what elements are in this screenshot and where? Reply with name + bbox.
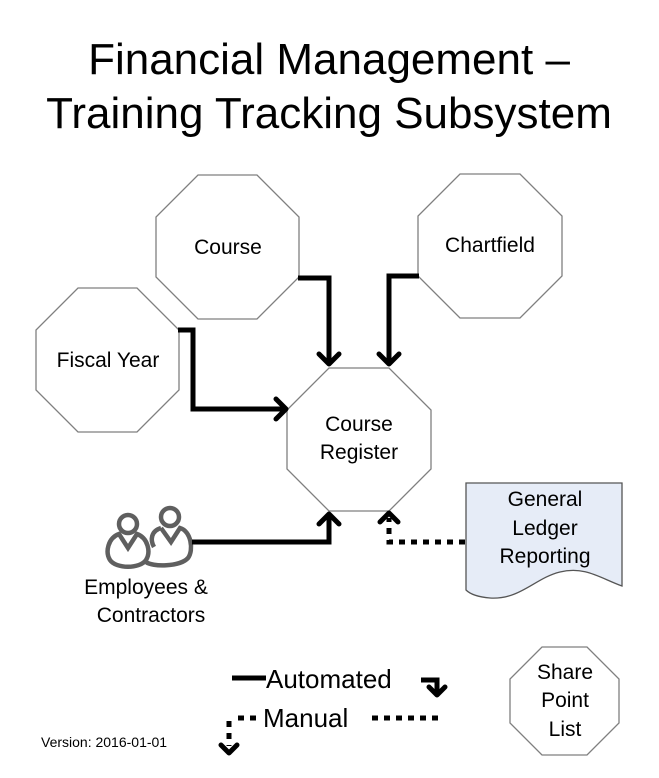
arrowhead-icon	[376, 351, 402, 367]
legend-automated-label: Automated	[266, 664, 392, 694]
arrowhead-icon	[316, 351, 342, 367]
share-point-label-line-2: Point	[541, 689, 589, 712]
employees-label-line-2: Contractors	[97, 604, 206, 627]
node-fiscal-year[interactable]: Fiscal Year	[35, 287, 180, 433]
general-ledger-document-shape	[465, 482, 623, 599]
legend-manual-label: Manual	[263, 703, 348, 733]
edge-employees-to-register	[192, 511, 342, 545]
edge-course-to-register	[298, 275, 342, 367]
employees-label-line-1: Employees &	[84, 576, 208, 599]
fiscal-year-label: Fiscal Year	[57, 349, 160, 372]
node-course-register[interactable]: Course Register	[286, 367, 432, 512]
legend: Automated Manual	[218, 664, 448, 756]
course-label: Course	[194, 236, 262, 259]
general-ledger-label-line-1: General	[508, 488, 583, 511]
share-point-octagon	[509, 646, 620, 756]
arrowhead-icon	[377, 510, 401, 525]
people-icon	[105, 505, 194, 569]
course-register-label-line-1: Course	[325, 413, 393, 436]
legend-manual: Manual	[218, 703, 438, 756]
node-employees-contractors[interactable]: Employees & Contractors	[84, 505, 208, 627]
arrowhead-icon	[316, 511, 342, 527]
title-line-2: Training Tracking Subsystem	[46, 89, 612, 138]
node-share-point-list[interactable]: Share Point List	[509, 646, 620, 756]
edge-general-ledger-to-register	[377, 510, 465, 545]
chartfield-octagon	[417, 173, 563, 319]
fiscal-year-octagon	[35, 287, 180, 433]
legend-automated: Automated	[232, 664, 448, 698]
course-register-label-line-2: Register	[320, 441, 398, 464]
node-course[interactable]: Course	[155, 174, 300, 320]
general-ledger-label-line-3: Reporting	[499, 545, 590, 568]
chartfield-label: Chartfield	[445, 234, 535, 257]
arrowhead-icon	[273, 396, 289, 422]
course-octagon	[155, 174, 300, 320]
course-register-octagon	[286, 367, 432, 512]
arrowhead-icon	[426, 684, 448, 698]
title-line-1: Financial Management –	[88, 35, 570, 84]
node-chartfield[interactable]: Chartfield	[417, 173, 563, 319]
arrowhead-icon	[218, 742, 240, 756]
edge-chartfield-to-register	[376, 273, 419, 367]
edge-fiscal-year-to-register	[178, 327, 289, 422]
version-label: Version: 2016-01-01	[41, 734, 167, 750]
general-ledger-label-line-2: Ledger	[512, 517, 577, 540]
share-point-label-line-3: List	[549, 718, 582, 741]
node-general-ledger-reporting[interactable]: General Ledger Reporting	[465, 482, 623, 599]
share-point-label-line-1: Share	[537, 661, 593, 684]
